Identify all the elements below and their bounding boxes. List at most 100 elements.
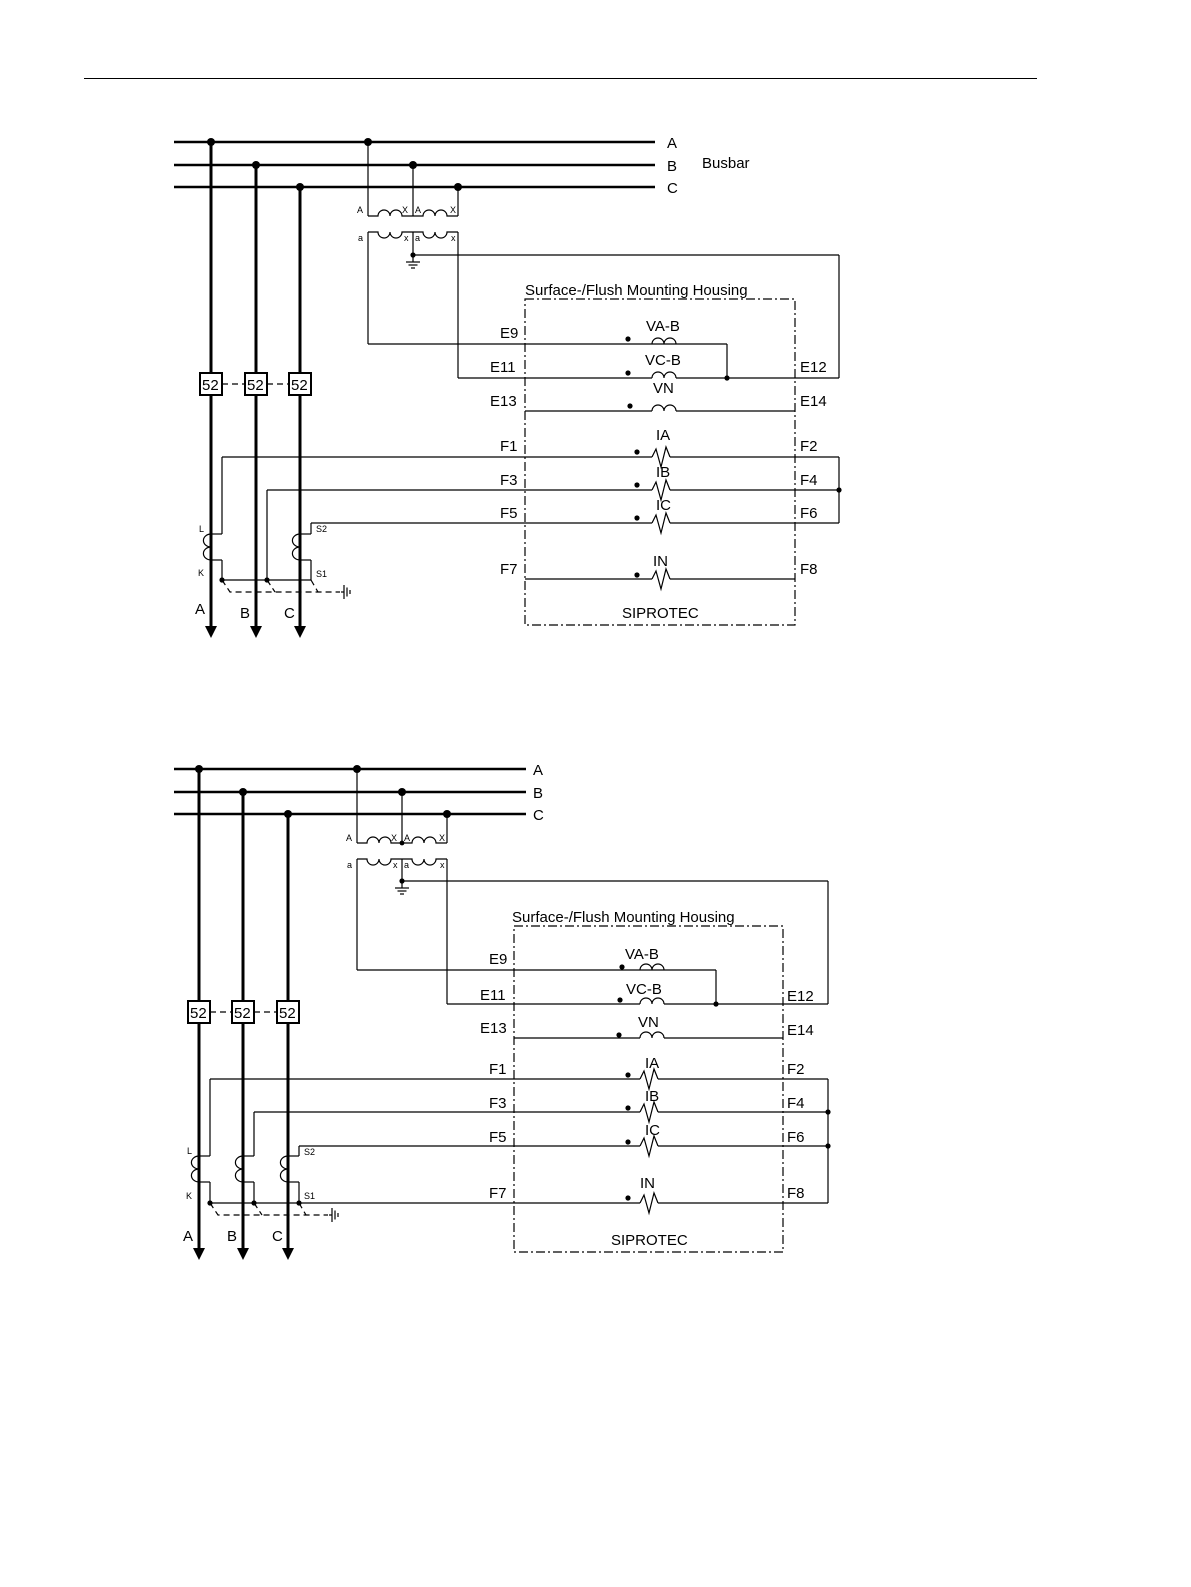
svg-text:F6: F6 — [800, 505, 818, 522]
feeder-arrow-c — [294, 626, 306, 638]
feeder-arrow-b — [237, 1248, 249, 1260]
junction-dot — [207, 138, 215, 146]
svg-text:L: L — [199, 524, 204, 534]
channel-in: IN F7 F8 — [500, 553, 818, 592]
svg-text:VC-B: VC-B — [645, 352, 681, 369]
svg-text:S1: S1 — [316, 569, 327, 579]
svg-text:IA: IA — [656, 427, 670, 444]
feeder-arrow-a — [205, 626, 217, 638]
svg-text:x: x — [404, 233, 409, 243]
svg-text:X: X — [439, 833, 445, 843]
svg-text:E13: E13 — [480, 1020, 507, 1037]
svg-text:VA-B: VA-B — [625, 946, 659, 963]
svg-text:F6: F6 — [787, 1129, 805, 1146]
svg-text:E14: E14 — [800, 393, 827, 410]
svg-text:A: A — [346, 833, 352, 843]
feeder-arrow-b — [250, 626, 262, 638]
device-label: SIPROTEC — [622, 605, 699, 622]
connection-diagram-2: A B C A B C 52 52 52 — [174, 762, 831, 1260]
housing-title: Surface-/Flush Mounting Housing — [512, 909, 735, 926]
svg-text:K: K — [186, 1191, 192, 1201]
housing-title: Surface-/Flush Mounting Housing — [525, 282, 748, 299]
svg-text:VA-B: VA-B — [646, 318, 680, 335]
vt-primary-coil-1 — [368, 209, 413, 217]
svg-text:F1: F1 — [489, 1061, 507, 1078]
feeder-c-label: C — [284, 605, 295, 622]
channel-ib: IB F3 F4 — [267, 464, 842, 503]
busbar-c-label: C — [667, 180, 678, 197]
connection-diagram-1: A B C Busbar A B C 52 52 52 — [174, 135, 842, 638]
breaker-label: 52 — [291, 377, 308, 394]
voltage-transformer: A X A X a x a x — [346, 765, 829, 1004]
svg-text:VN: VN — [653, 380, 674, 397]
svg-text:E12: E12 — [800, 359, 827, 376]
channel-ia: IA F1 F2 — [210, 1055, 828, 1092]
breaker-label: 52 — [247, 377, 264, 394]
svg-text:VN: VN — [638, 1014, 659, 1031]
breaker-label: 52 — [202, 377, 219, 394]
svg-text:E13: E13 — [490, 393, 517, 410]
svg-text:E14: E14 — [787, 1022, 814, 1039]
svg-text:S2: S2 — [304, 1147, 315, 1157]
channel-ib: IB F3 F4 — [254, 1088, 831, 1125]
svg-text:IC: IC — [656, 497, 671, 514]
feeder-c-label: C — [272, 1228, 283, 1245]
breaker-label: 52 — [234, 1005, 251, 1022]
header-rule — [84, 78, 1037, 79]
svg-text:X: X — [391, 833, 397, 843]
svg-text:F4: F4 — [787, 1095, 805, 1112]
breaker-label: 52 — [190, 1005, 207, 1022]
svg-text:F8: F8 — [787, 1185, 805, 1202]
busbar-label: Busbar — [702, 155, 750, 172]
junction-dot — [239, 788, 247, 796]
busbar-b-label: B — [533, 785, 543, 802]
svg-text:E12: E12 — [787, 988, 814, 1005]
channel-in: IN F7 F8 — [311, 1175, 828, 1216]
current-transformers: L K S2 S1 — [198, 457, 351, 599]
svg-text:F4: F4 — [800, 472, 818, 489]
svg-text:F5: F5 — [500, 505, 518, 522]
svg-text:A: A — [357, 205, 363, 215]
vt-primary-coil-2 — [413, 209, 458, 217]
feeder-arrow-c — [282, 1248, 294, 1260]
svg-text:E9: E9 — [500, 325, 518, 342]
svg-text:F7: F7 — [500, 561, 518, 578]
breaker-label: 52 — [279, 1005, 296, 1022]
svg-text:a: a — [347, 860, 352, 870]
channel-vn: VN E13 E14 — [490, 380, 827, 412]
vt-secondary-coil-2 — [413, 231, 458, 239]
svg-text:IB: IB — [645, 1088, 659, 1105]
svg-text:E11: E11 — [480, 987, 506, 1004]
vt-secondary-coil-1 — [368, 231, 413, 239]
feeder-arrow-a — [193, 1248, 205, 1260]
svg-text:X: X — [402, 205, 408, 215]
svg-text:L: L — [187, 1146, 192, 1156]
svg-text:IB: IB — [656, 464, 670, 481]
busbar-a-label: A — [667, 135, 677, 152]
svg-text:S1: S1 — [304, 1191, 315, 1201]
busbar-b-label: B — [667, 158, 677, 175]
feeder-a-label: A — [183, 1228, 193, 1245]
svg-text:F3: F3 — [500, 472, 518, 489]
svg-text:x: x — [451, 233, 456, 243]
mounting-housing — [513, 925, 784, 1253]
svg-text:F2: F2 — [800, 438, 818, 455]
channel-va-b: VA-B E9 — [500, 318, 680, 345]
svg-text:F7: F7 — [489, 1185, 507, 1202]
junction-dot — [195, 765, 203, 773]
mounting-housing — [524, 298, 796, 626]
channel-vc-b: VC-B E11 E12 — [458, 352, 839, 381]
svg-text:IN: IN — [653, 553, 668, 570]
voltage-transformer: A X A X a x a x — [357, 138, 840, 378]
svg-text:F3: F3 — [489, 1095, 507, 1112]
svg-text:K: K — [198, 568, 204, 578]
svg-text:a: a — [358, 233, 363, 243]
svg-text:F1: F1 — [500, 438, 518, 455]
channel-vc-b: VC-B E11 E12 — [447, 981, 828, 1007]
svg-text:F2: F2 — [787, 1061, 805, 1078]
channel-ic: IC F5 F6 — [299, 1122, 831, 1159]
svg-text:F8: F8 — [800, 561, 818, 578]
busbar-a-label: A — [533, 762, 543, 779]
svg-text:a: a — [404, 860, 409, 870]
